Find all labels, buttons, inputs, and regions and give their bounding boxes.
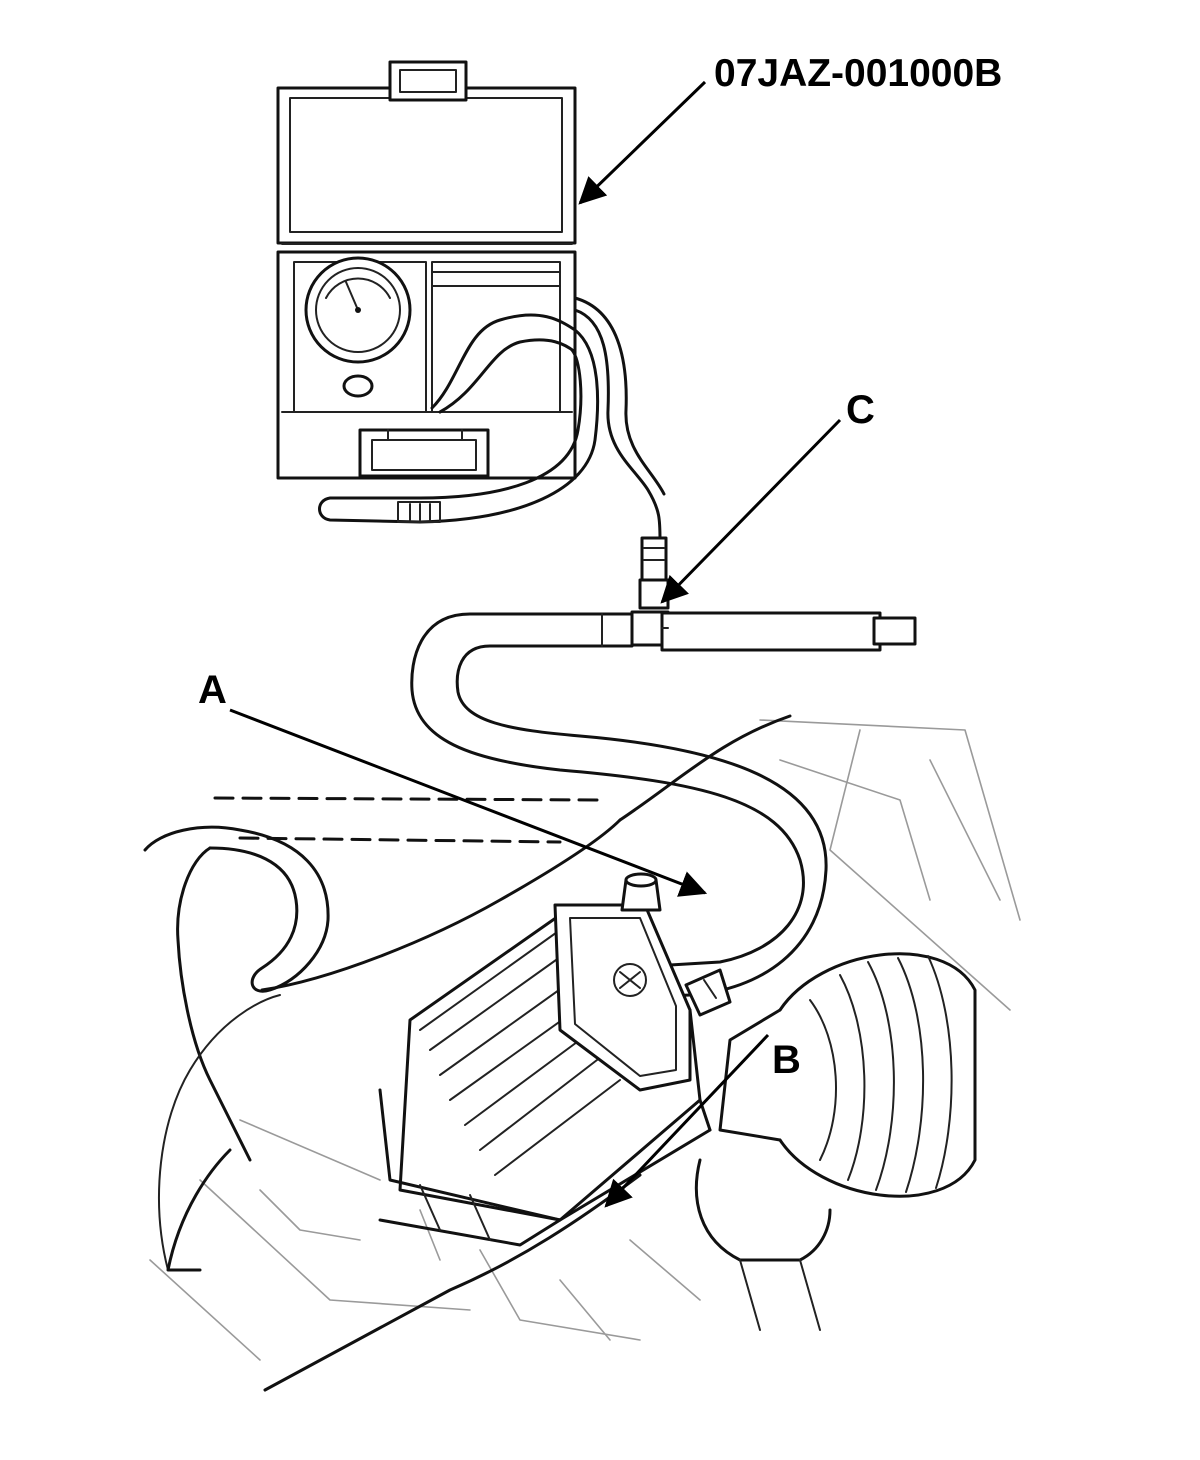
callout-label-c: C	[846, 388, 875, 432]
body-panel	[143, 714, 792, 1392]
drive-shaft-boot	[694, 952, 977, 1331]
leader-a	[229, 708, 708, 897]
filler-hose	[410, 612, 828, 998]
chassis-background	[149, 719, 1021, 1361]
leader-b	[604, 1033, 770, 1208]
body-outline-dashed	[213, 796, 602, 844]
callout-label-a: A	[198, 668, 227, 712]
leader-part-number	[578, 80, 707, 205]
evap-canister	[378, 872, 732, 1247]
pressure-tester-kit	[276, 60, 577, 480]
callout-leaders	[229, 80, 842, 1208]
part-number-label: 07JAZ-001000B	[714, 52, 1003, 95]
callout-label-b: B	[772, 1038, 801, 1082]
leader-c	[660, 418, 842, 604]
filler-tube-assembly	[630, 610, 917, 652]
